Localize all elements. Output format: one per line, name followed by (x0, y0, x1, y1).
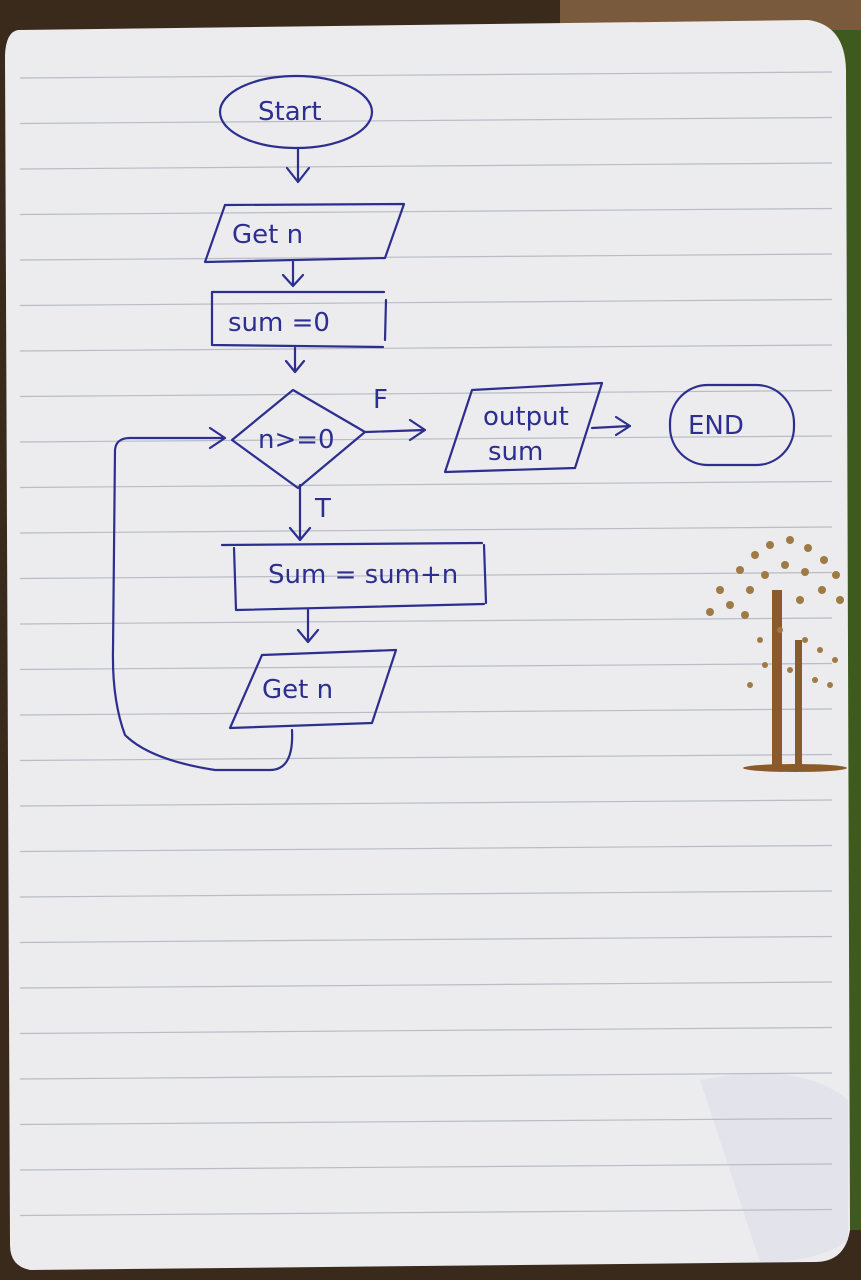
ruled-line (19, 799, 833, 807)
input-2-parallelogram (228, 648, 398, 730)
arrow-true-to-update (288, 483, 312, 542)
ruled-line (19, 526, 833, 534)
notebook-page (5, 20, 850, 1270)
ruled-line (19, 207, 833, 216)
false-branch-label: F (373, 385, 388, 415)
arrow-output-to-end (590, 415, 632, 437)
ruled-line (19, 116, 833, 125)
ruled-line (19, 344, 833, 352)
decision-label: n>=0 (258, 425, 335, 455)
ruled-lines (19, 71, 833, 1217)
ruled-line (19, 480, 833, 489)
ruled-line (19, 1072, 833, 1080)
ruled-line (19, 662, 833, 671)
arrow-input-to-init (281, 260, 305, 288)
tree-illustration-icon (706, 536, 847, 772)
ruled-line (19, 708, 833, 716)
ruled-line (19, 71, 833, 79)
arrow-false-to-output (364, 418, 427, 442)
ruled-line (19, 162, 833, 170)
ruled-line (19, 253, 833, 261)
arrow-update-to-input (296, 608, 320, 644)
true-branch-label: T (314, 494, 331, 524)
decision-diamond (230, 388, 367, 490)
end-label: END (688, 411, 744, 441)
ruled-line (19, 844, 833, 853)
output-label-line2: sum (488, 437, 543, 467)
ruled-line (19, 1163, 833, 1171)
ruled-line (19, 890, 833, 898)
input-1-parallelogram (203, 202, 406, 264)
ruled-line (19, 617, 833, 625)
loop-back-connector (111, 426, 294, 772)
init-process-box (210, 290, 388, 349)
start-terminator (218, 74, 374, 150)
arrow-init-to-decision (284, 346, 306, 374)
init-label: sum =0 (228, 308, 330, 338)
ruled-line (19, 435, 833, 443)
ruled-line (19, 753, 833, 762)
page-shadow (700, 1073, 848, 1262)
ruled-line (19, 1117, 833, 1126)
ruled-line (19, 935, 833, 944)
ruled-line (19, 571, 833, 580)
ruled-line (19, 981, 833, 989)
ruled-line (19, 389, 833, 398)
ruled-line (19, 298, 833, 307)
start-label: Start (258, 97, 322, 127)
output-label-line1: output (483, 402, 569, 432)
input-2-label: Get n (262, 675, 333, 705)
end-terminator (668, 383, 796, 467)
input-1-label: Get n (232, 220, 303, 250)
update-process-box (220, 541, 488, 612)
update-label: Sum = sum+n (268, 560, 458, 590)
ruled-line (19, 1026, 833, 1035)
arrow-start-to-input (285, 146, 311, 184)
output-parallelogram (443, 381, 604, 474)
ruled-line (19, 1208, 833, 1217)
